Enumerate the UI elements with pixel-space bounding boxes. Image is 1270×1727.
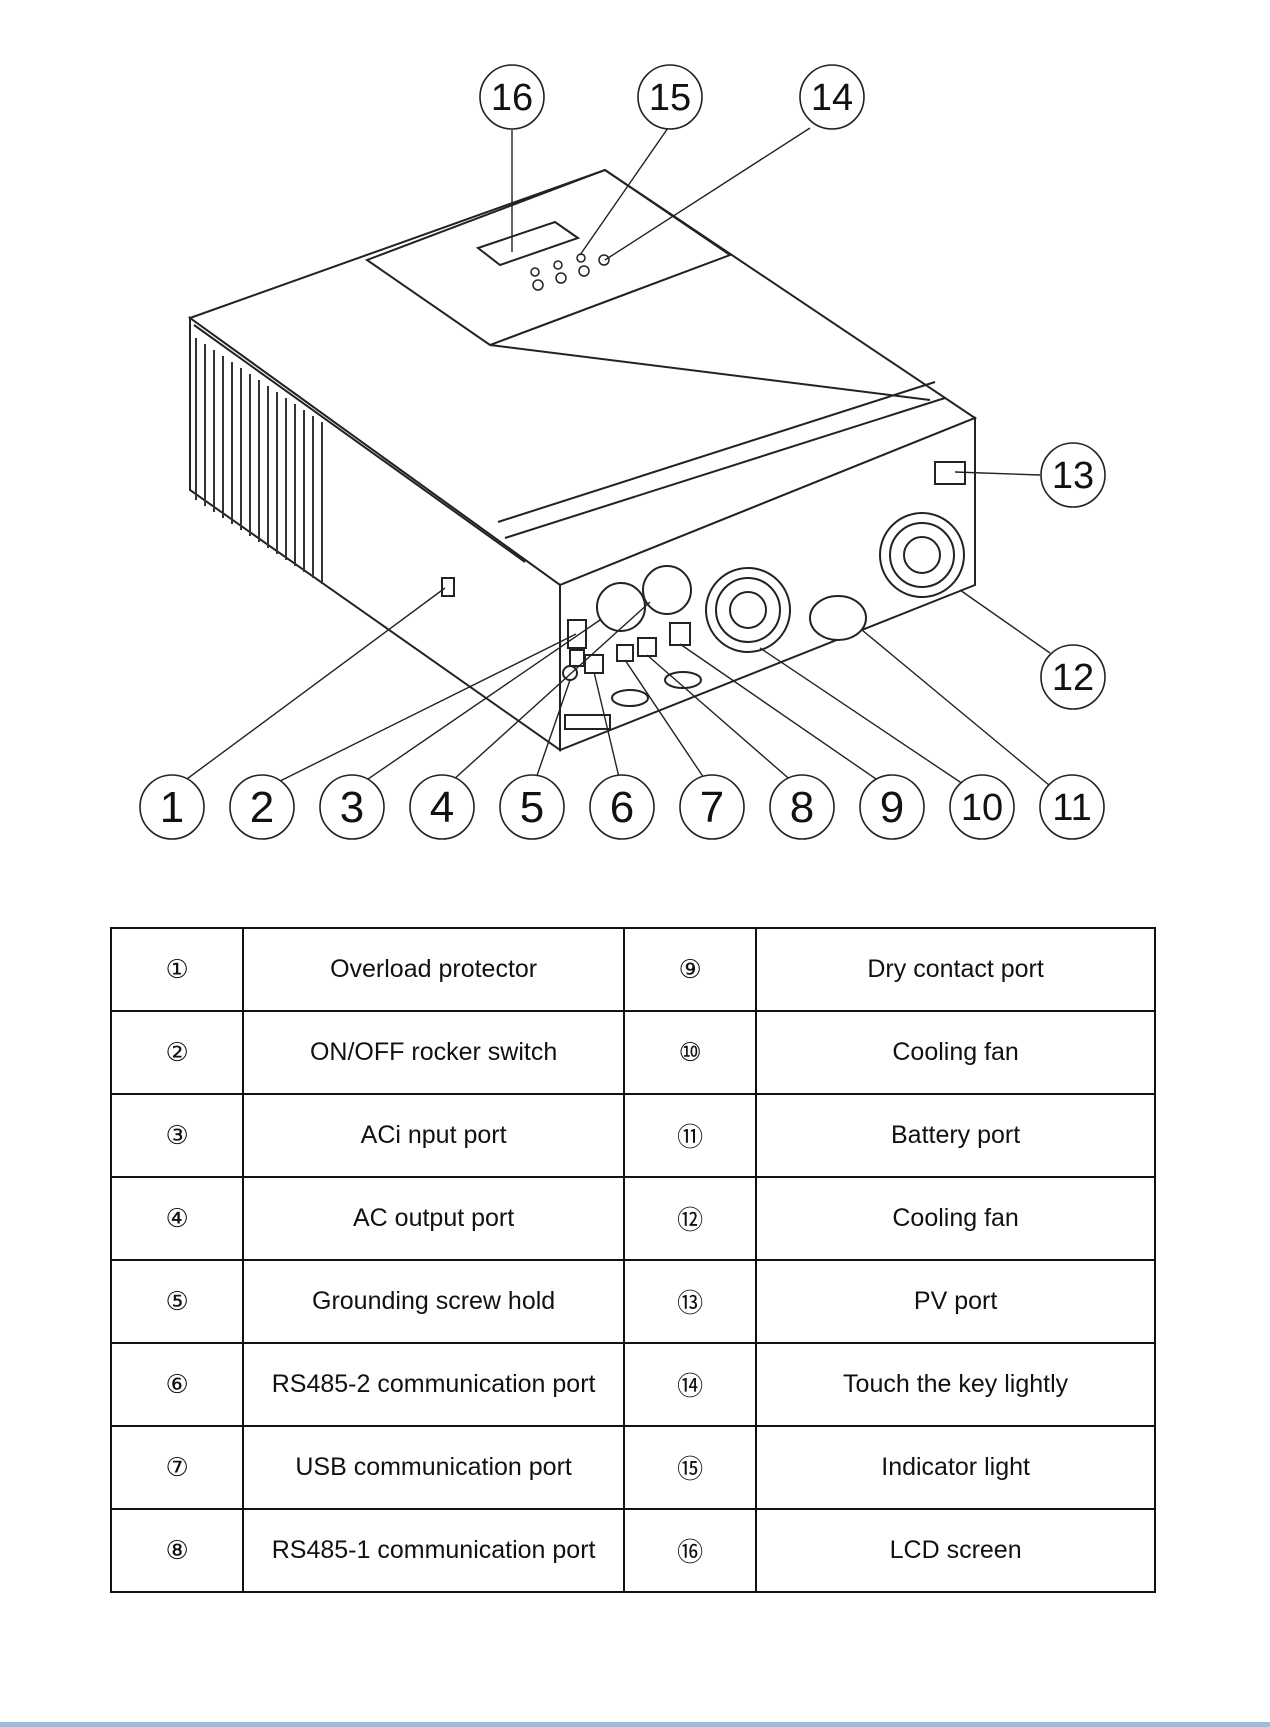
rs485-1-port bbox=[637, 637, 657, 657]
inverter-diagram: 1 2 3 4 5 6 7 8 9 10 11 12 13 14 15 16 bbox=[139, 64, 1106, 840]
ac-output-port bbox=[642, 565, 692, 615]
lcd-screen bbox=[475, 220, 581, 267]
part-description: USB communication port bbox=[242, 1425, 625, 1510]
dry-contact-port bbox=[669, 622, 691, 646]
part-description: Indicator light bbox=[755, 1425, 1156, 1510]
table-row: ④ AC output port ⑫ Cooling fan bbox=[109, 1176, 1156, 1261]
callout-6 bbox=[589, 774, 655, 840]
callout-12 bbox=[1040, 644, 1106, 710]
part-number: ⑫ bbox=[622, 1176, 758, 1261]
callout-6-label: 6 bbox=[610, 783, 634, 832]
callout-15 bbox=[637, 64, 703, 130]
part-number: ⑯ bbox=[622, 1508, 758, 1593]
callout-14-label: 14 bbox=[811, 77, 853, 119]
part-description: Cooling fan bbox=[755, 1176, 1156, 1261]
callout-8 bbox=[769, 774, 835, 840]
part-description: Cooling fan bbox=[755, 1010, 1156, 1095]
usb-port bbox=[616, 644, 634, 662]
parts-table: ① Overload protector ⑨ Dry contact port … bbox=[109, 927, 1156, 1593]
battery-port bbox=[809, 595, 867, 641]
callout-8-label: 8 bbox=[790, 783, 814, 832]
callout-11 bbox=[1039, 774, 1105, 840]
callout-13 bbox=[1040, 442, 1106, 508]
callout-11-label: 11 bbox=[1052, 787, 1091, 829]
callout-13-label: 13 bbox=[1052, 455, 1094, 497]
callout-15-label: 15 bbox=[649, 77, 691, 119]
callout-3 bbox=[319, 774, 385, 840]
part-number: ⑪ bbox=[622, 1093, 758, 1178]
ac-input-port bbox=[596, 582, 646, 632]
part-description: AC output port bbox=[242, 1176, 625, 1261]
part-number: ⑦ bbox=[109, 1425, 245, 1510]
side-button bbox=[441, 577, 455, 597]
part-description: PV port bbox=[755, 1259, 1156, 1344]
table-row: ③ ACi nput port ⑪ Battery port bbox=[109, 1093, 1156, 1178]
part-number: ① bbox=[109, 927, 245, 1012]
table-row: ⑤ Grounding screw hold ⑬ PV port bbox=[109, 1259, 1156, 1344]
bottom-accent-bar bbox=[0, 1722, 1270, 1727]
table-row: ⑥ RS485-2 communication port ⑭ Touch the… bbox=[109, 1342, 1156, 1427]
callout-5 bbox=[499, 774, 565, 840]
part-number: ⑮ bbox=[622, 1425, 758, 1510]
callout-16 bbox=[479, 64, 545, 130]
part-description: Battery port bbox=[755, 1093, 1156, 1178]
callout-2-label: 2 bbox=[250, 783, 274, 832]
callout-9-label: 9 bbox=[880, 783, 904, 832]
part-description: Touch the key lightly bbox=[755, 1342, 1156, 1427]
part-number: ③ bbox=[109, 1093, 245, 1178]
table-row: ② ON/OFF rocker switch ⑩ Cooling fan bbox=[109, 1010, 1156, 1095]
callout-9 bbox=[859, 774, 925, 840]
part-number: ④ bbox=[109, 1176, 245, 1261]
callout-16-label: 16 bbox=[491, 77, 533, 119]
part-description: RS485-1 communication port bbox=[242, 1508, 625, 1593]
overload-protector bbox=[567, 619, 587, 649]
table-row: ⑧ RS485-1 communication port ⑯ LCD scree… bbox=[109, 1508, 1156, 1593]
callout-10 bbox=[949, 774, 1015, 840]
part-description: Overload protector bbox=[242, 927, 625, 1012]
callout-7-label: 7 bbox=[700, 783, 724, 832]
part-number: ⑬ bbox=[622, 1259, 758, 1344]
callout-4 bbox=[409, 774, 475, 840]
part-number: ⑥ bbox=[109, 1342, 245, 1427]
callout-5-label: 5 bbox=[520, 783, 544, 832]
callout-7 bbox=[679, 774, 745, 840]
part-description: ON/OFF rocker switch bbox=[242, 1010, 625, 1095]
callout-1-label: 1 bbox=[160, 783, 184, 832]
part-description: LCD screen bbox=[755, 1508, 1156, 1593]
part-number: ⑨ bbox=[622, 927, 758, 1012]
part-number: ⑭ bbox=[622, 1342, 758, 1427]
panel-buttons bbox=[530, 253, 610, 291]
part-description: Grounding screw hold bbox=[242, 1259, 625, 1344]
db-connector bbox=[611, 689, 649, 707]
control-panel bbox=[364, 168, 733, 347]
pv-port bbox=[934, 461, 966, 485]
part-description: Dry contact port bbox=[755, 927, 1156, 1012]
table-row: ① Overload protector ⑨ Dry contact port bbox=[109, 927, 1156, 1012]
callout-14 bbox=[799, 64, 865, 130]
part-description: ACi nput port bbox=[242, 1093, 625, 1178]
callout-4-label: 4 bbox=[430, 783, 454, 832]
callout-12-label: 12 bbox=[1052, 657, 1094, 699]
callout-1 bbox=[139, 774, 205, 840]
part-number: ② bbox=[109, 1010, 245, 1095]
side-vent bbox=[195, 338, 323, 584]
part-number: ⑤ bbox=[109, 1259, 245, 1344]
callout-3-label: 3 bbox=[340, 783, 364, 832]
part-description: RS485-2 communication port bbox=[242, 1342, 625, 1427]
callout-10-label: 10 bbox=[961, 787, 1003, 829]
part-number: ⑧ bbox=[109, 1508, 245, 1593]
table-row: ⑦ USB communication port ⑮ Indicator lig… bbox=[109, 1425, 1156, 1510]
part-number: ⑩ bbox=[622, 1010, 758, 1095]
callout-2 bbox=[229, 774, 295, 840]
